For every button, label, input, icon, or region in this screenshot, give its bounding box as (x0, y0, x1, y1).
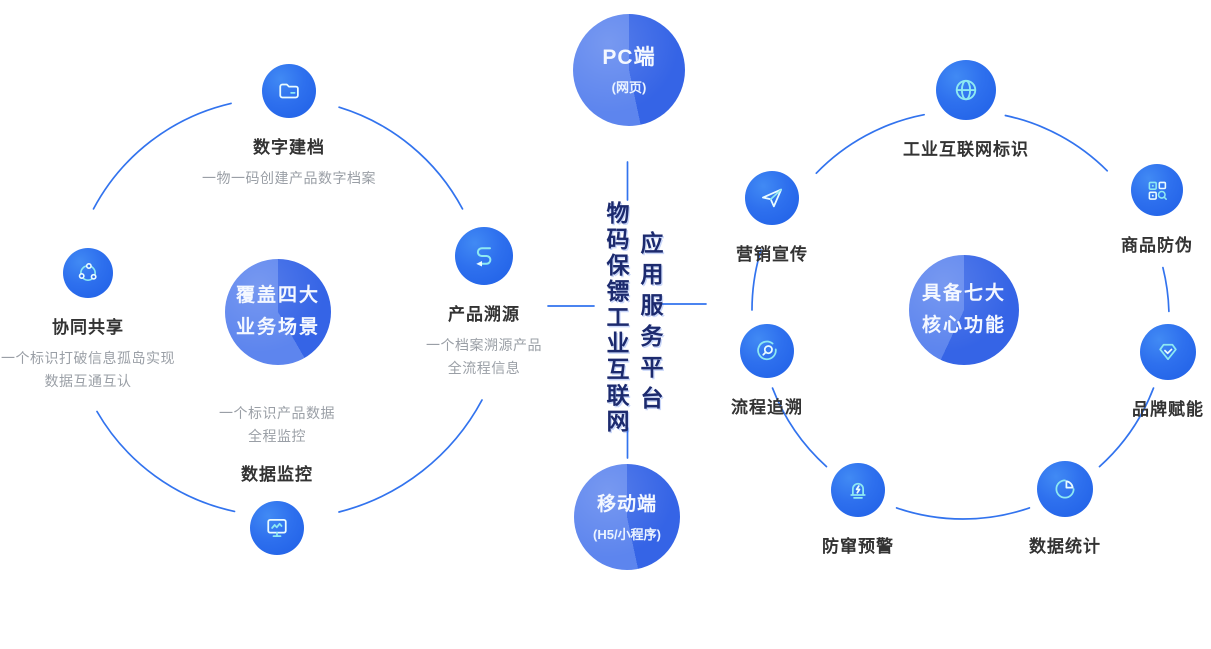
node-title: 营销宣传 (736, 245, 808, 264)
qr-search-icon (1131, 164, 1183, 216)
node-title: 产品溯源 (448, 305, 520, 324)
pc-terminal-title: PC端 (602, 45, 656, 69)
node-subtitle-line2: 全程监控 (248, 428, 306, 444)
node-title: 防窜预警 (822, 537, 894, 556)
node-data-monitor: 一个标识产品数据 全程监控 数据监控 (137, 402, 417, 555)
node-process-trace: 流程追溯 (627, 324, 907, 418)
node-marketing: 营销宣传 (632, 171, 912, 265)
trace-route-icon (455, 227, 513, 285)
siren-bolt-icon (831, 463, 885, 517)
node-industrial-internet-id: 工业互联网标识 (826, 60, 1106, 160)
node-title: 工业互联网标识 (903, 140, 1029, 159)
node-title: 数据统计 (1029, 537, 1101, 556)
left-hub-line2: 业务场景 (235, 317, 320, 338)
node-collaborative-share: 协同共享 一个标识打破信息孤岛实现 数据互通互认 (0, 248, 228, 393)
node-title: 数字建档 (253, 138, 325, 157)
gem-check-icon (1140, 324, 1196, 380)
mobile-terminal-circle: 移动端 (H5/小程序) (574, 464, 680, 570)
paper-plane-icon (745, 171, 799, 225)
mobile-terminal-subtitle: (H5/小程序) (593, 526, 661, 542)
globe-icon (936, 60, 996, 120)
node-subtitle-line1: 一个标识产品数据 (219, 405, 335, 421)
node-title: 商品防伪 (1121, 236, 1193, 255)
node-title: 品牌赋能 (1132, 400, 1204, 419)
node-anti-channel-warning: 防窜预警 (718, 463, 998, 557)
platform-subtitle-vertical: 应用服务平台 (637, 231, 663, 417)
node-subtitle-line2: 全流程信息 (447, 360, 521, 376)
node-subtitle-line2: 数据互通互认 (44, 373, 132, 389)
arc-antifake-to-brand (1162, 266, 1170, 313)
left-hub-circle: 覆盖四大 业务场景 (225, 259, 331, 365)
share-network-icon (63, 248, 113, 298)
node-title: 数据监控 (241, 465, 313, 484)
pc-terminal-subtitle: (网页) (611, 79, 647, 95)
node-digital-archive: 数字建档 一物一码创建产品数字档案 (149, 64, 429, 190)
right-hub-circle: 具备七大 核心功能 (909, 255, 1019, 365)
monitor-chart-icon (250, 501, 304, 555)
node-subtitle-line1: 一个档案溯源产品 (426, 337, 542, 353)
right-hub-line2: 核心功能 (921, 315, 1006, 336)
node-subtitle: 一物一码创建产品数字档案 (202, 170, 376, 186)
node-anti-counterfeit: 商品防伪 (1017, 164, 1211, 256)
node-data-statistics: 数据统计 (925, 461, 1205, 557)
platform-title-vertical: 物码保镖工业互联网 (603, 201, 629, 435)
node-product-trace: 产品溯源 一个档案溯源产品 全流程信息 (344, 227, 624, 380)
search-cycle-icon (740, 324, 794, 378)
pie-chart-icon (1037, 461, 1093, 517)
folder-icon (262, 64, 316, 118)
node-brand-empowerment: 品牌赋能 (1028, 324, 1211, 420)
node-subtitle-line1: 一个标识打破信息孤岛实现 (1, 350, 175, 366)
pc-terminal-circle: PC端 (网页) (573, 14, 685, 126)
node-title: 流程追溯 (731, 398, 803, 417)
left-hub-line1: 覆盖四大 (235, 285, 320, 306)
mobile-terminal-title: 移动端 (596, 493, 657, 515)
node-title: 协同共享 (52, 318, 124, 337)
right-hub-line1: 具备七大 (921, 283, 1006, 304)
